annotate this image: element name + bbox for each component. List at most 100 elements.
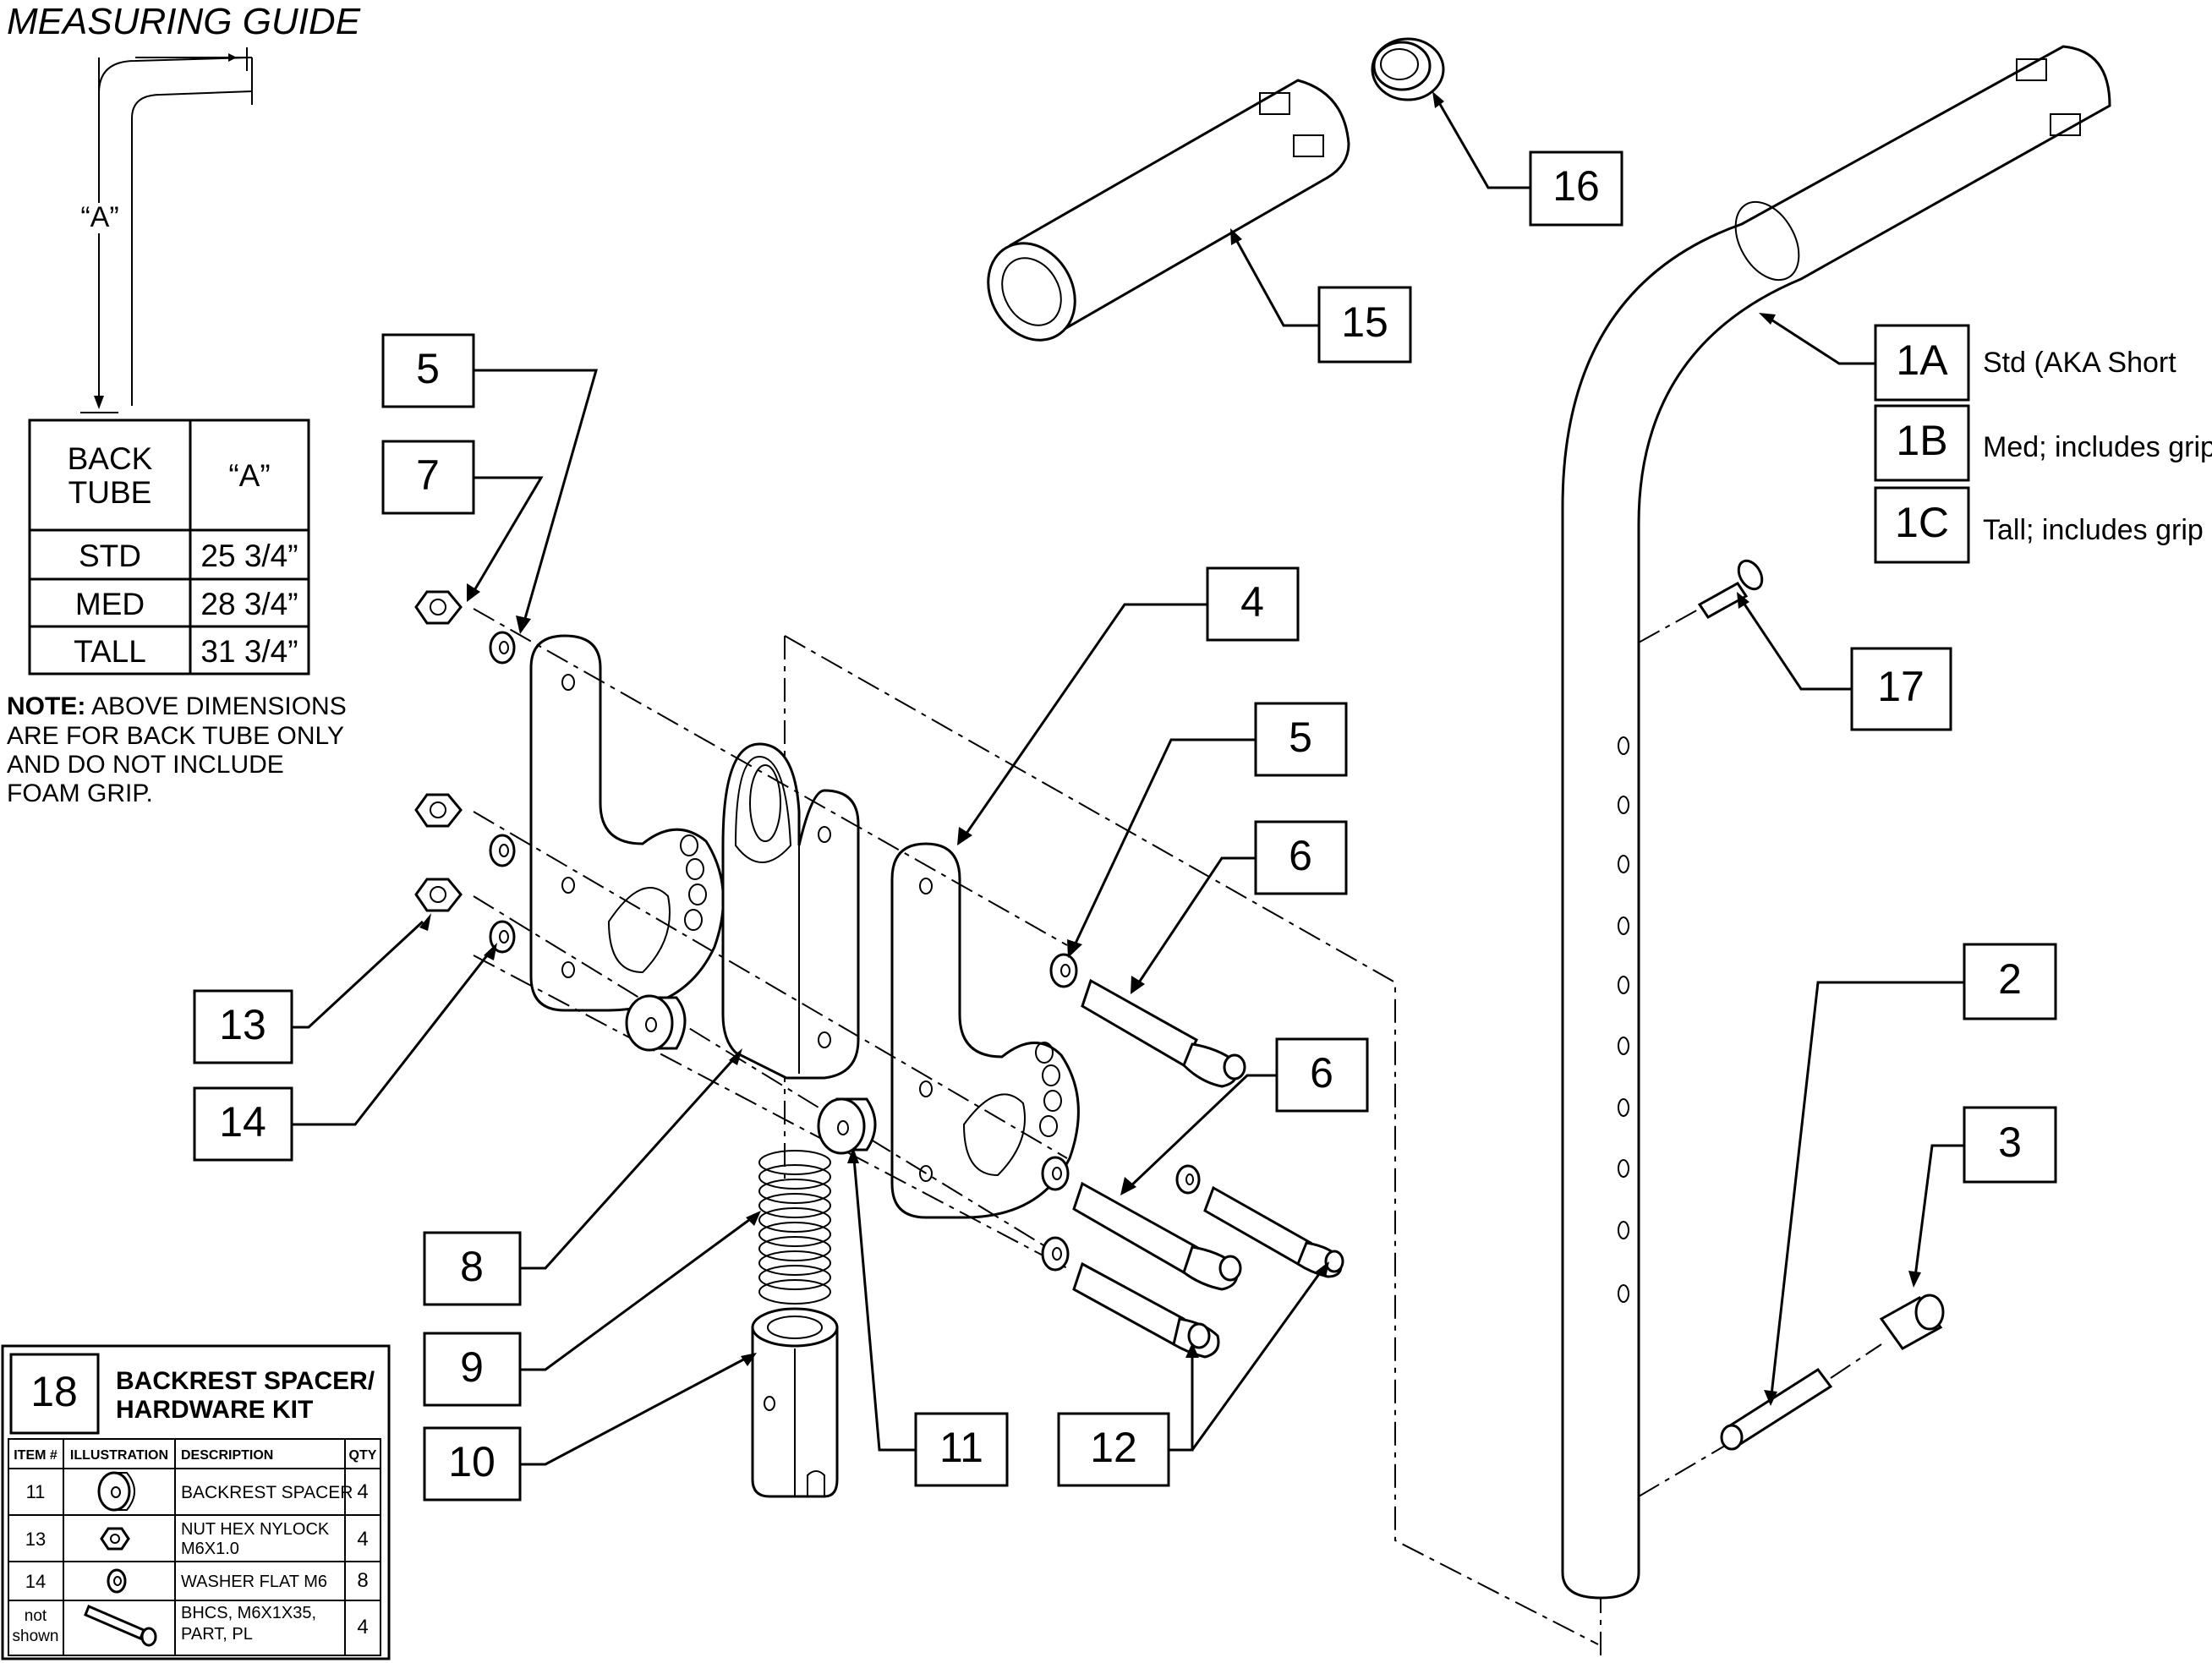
kit-row-item: not (25, 1607, 47, 1625)
callout-6-upper: 6 (1254, 820, 1348, 895)
kit-col-qty: QTY (349, 1448, 377, 1463)
callout-2: 2 (1963, 943, 2057, 1020)
dimension-a-label: “A” (80, 201, 118, 233)
kit-col-description: DESCRIPTION (181, 1448, 273, 1463)
svg-text:NOTE: ABOVE DIMENSIONS: NOTE: ABOVE DIMENSIONS (7, 692, 347, 720)
callout-1b: 1B Med; includes grip (1874, 404, 2212, 482)
svg-text:5: 5 (1289, 714, 1312, 761)
callout-12: 12 (1057, 1412, 1170, 1487)
svg-text:14: 14 (219, 1098, 266, 1146)
kit-title-line1: BACKREST SPACER/ (116, 1367, 375, 1395)
note-line1: ABOVE DIMENSIONS (85, 692, 346, 720)
kit-row-qty: 8 (357, 1569, 368, 1592)
callout-8: 8 (423, 1231, 522, 1306)
table-header-a: “A” (228, 458, 270, 493)
svg-text:10: 10 (448, 1438, 496, 1485)
foam-grip (987, 79, 1350, 342)
note-line3: AND DO NOT INCLUDE (7, 751, 284, 779)
variant-1c-label: Tall; includes grip (1983, 514, 2204, 546)
callout-1c: 1C Tall; includes grip (1874, 486, 2204, 564)
callout-6-lower: 6 (1275, 1037, 1369, 1113)
table-cell-med-a: 28 3/4” (200, 587, 298, 621)
guide-title: MEASURING GUIDE (7, 1, 361, 42)
svg-text:15: 15 (1341, 298, 1388, 346)
table-cell-std-a: 25 3/4” (200, 539, 298, 573)
backrest-spacers (625, 994, 877, 1155)
kit-row-desc: WASHER FLAT M6 (181, 1573, 327, 1591)
table-cell-std: STD (79, 539, 141, 573)
left-hardware (414, 590, 516, 954)
note-line4: FOAM GRIP. (7, 780, 153, 807)
plunger (751, 1307, 839, 1498)
callout-10: 10 (423, 1426, 522, 1502)
kit-row-desc: NUT HEX NYLOCK (181, 1520, 330, 1539)
dimension-note: NOTE: ABOVE DIMENSIONS ARE FOR BACK TUBE… (7, 692, 347, 807)
kit-row-qty: 4 (357, 1616, 368, 1638)
callout-3: 3 (1963, 1106, 2057, 1184)
kit-row-desc-2: PART, PL (181, 1625, 253, 1644)
svg-text:9: 9 (460, 1343, 484, 1391)
kit-col-item: ITEM # (14, 1448, 57, 1463)
svg-text:1C: 1C (1895, 499, 1949, 546)
callout-9: 9 (423, 1332, 522, 1407)
kit-row-desc: BHCS, M6X1X35, (181, 1604, 316, 1622)
svg-text:11: 11 (939, 1424, 983, 1471)
right-hardware (1041, 953, 1344, 1359)
measuring-guide: MEASURING GUIDE “A” BACK TUBE “A” STD 25… (7, 1, 361, 807)
kit-number: 18 (30, 1368, 78, 1415)
right-bracket-plate (890, 842, 1080, 1219)
callout-16: 16 (1529, 150, 1623, 227)
guide-tube-outer (98, 57, 253, 406)
svg-text:2: 2 (1998, 955, 2022, 1003)
table-header-back: BACK (68, 441, 153, 476)
kit-row-desc-2: M6X1.0 (181, 1540, 239, 1558)
callout-5-top: 5 (381, 333, 475, 408)
svg-text:12: 12 (1090, 1424, 1137, 1471)
spacer-icon (97, 1471, 135, 1512)
table-header-tube: TUBE (68, 475, 152, 510)
variant-1b-label: Med; includes grip (1983, 431, 2212, 463)
kit-col-illustration: ILLUSTRATION (70, 1448, 168, 1463)
svg-text:6: 6 (1289, 832, 1312, 879)
svg-text:16: 16 (1552, 162, 1600, 210)
table-cell-med: MED (75, 587, 145, 621)
guide-tube-inner (131, 90, 253, 406)
svg-text:5: 5 (416, 345, 440, 392)
callout-17: 17 (1850, 647, 1952, 731)
callout-14: 14 (193, 1086, 293, 1162)
kit-row-item-2: shown (13, 1627, 59, 1645)
assembly-dash-outline (784, 635, 1599, 1645)
end-plug (1371, 37, 1445, 101)
callout-13: 13 (193, 989, 293, 1064)
bolt-icon (84, 1605, 157, 1647)
spring (758, 1150, 831, 1305)
back-tube-table: BACK TUBE “A” STD 25 3/4” MED 28 3/4” TA… (28, 418, 310, 676)
svg-text:6: 6 (1310, 1049, 1333, 1097)
callout-5-right: 5 (1254, 702, 1348, 777)
leader-lines (292, 91, 1964, 1466)
kit-title-line2: HARDWARE KIT (116, 1396, 313, 1424)
pin-2 (1720, 1367, 1833, 1451)
center-bracket (721, 742, 860, 1080)
note-line2: ARE FOR BACK TUBE ONLY (7, 722, 344, 750)
callout-7: 7 (381, 440, 475, 515)
kit-row-desc: BACKREST SPACER (181, 1483, 353, 1502)
table-cell-tall: TALL (74, 634, 146, 669)
nut-icon (100, 1527, 130, 1551)
kit-row-qty: 4 (357, 1480, 368, 1503)
kit-row-item: 11 (26, 1481, 46, 1502)
svg-text:4: 4 (1240, 578, 1264, 626)
svg-text:17: 17 (1877, 663, 1925, 710)
bushing-3 (1879, 1294, 1945, 1350)
washer-icon (107, 1568, 127, 1594)
screw-17 (1697, 559, 1764, 619)
svg-text:1B: 1B (1896, 417, 1947, 464)
callout-4: 4 (1206, 566, 1300, 642)
svg-text:3: 3 (1998, 1119, 2022, 1166)
hardware-kit-table: 18 BACKREST SPACER/ HARDWARE KIT ITEM # … (1, 1344, 391, 1660)
kit-row-item: 14 (25, 1571, 46, 1592)
note-lead: NOTE: (7, 692, 85, 720)
svg-text:1A: 1A (1896, 336, 1948, 384)
variant-1a-label: Std (AKA Short (1983, 347, 2176, 379)
back-tube (1561, 45, 2111, 1600)
